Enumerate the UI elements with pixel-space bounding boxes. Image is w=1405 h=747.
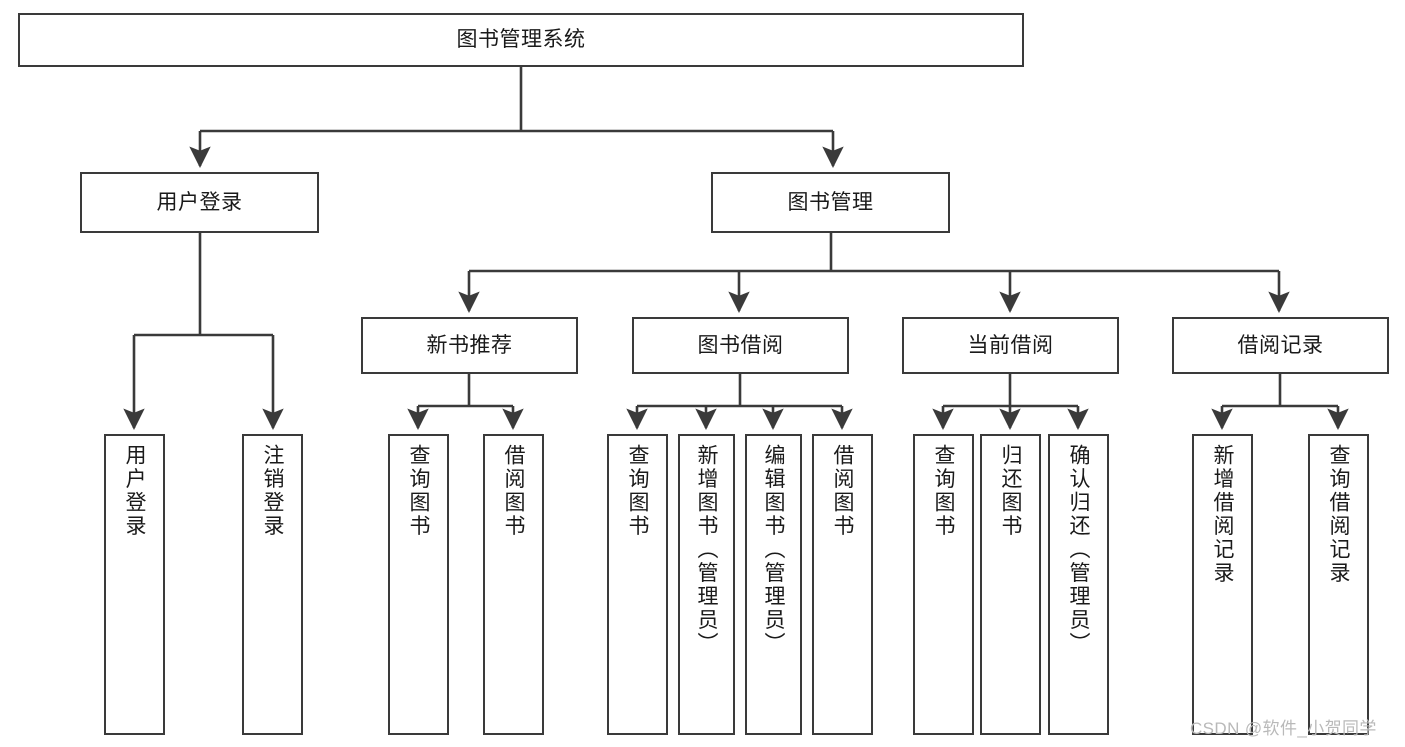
leaf-query-borrow-record-label: 查询借阅记录 <box>1327 444 1350 585</box>
node-user-login-label: 用户登录 <box>156 190 243 214</box>
leaf-borrow-book-label: 借阅图书 <box>831 444 854 538</box>
node-book-borrow-label: 图书借阅 <box>697 333 784 357</box>
leaf-query-book-recommend-label: 查询图书 <box>407 444 430 538</box>
leaf-user-logout[interactable]: 注销登录 <box>242 434 303 735</box>
node-user-login[interactable]: 用户登录 <box>80 172 319 233</box>
node-book-management-label: 图书管理 <box>787 190 874 214</box>
leaf-query-borrow-record[interactable]: 查询借阅记录 <box>1308 434 1369 735</box>
leaf-query-book-borrow[interactable]: 查询图书 <box>607 434 668 735</box>
node-new-book-recommend-label: 新书推荐 <box>426 333 513 357</box>
node-root-label: 图书管理系统 <box>456 28 586 52</box>
node-current-borrow[interactable]: 当前借阅 <box>902 317 1119 374</box>
node-book-borrow[interactable]: 图书借阅 <box>632 317 849 374</box>
node-borrow-record-label: 借阅记录 <box>1237 333 1324 357</box>
leaf-edit-book-admin-label: 编辑图书（管理员） <box>762 444 785 656</box>
leaf-user-logout-label: 注销登录 <box>261 444 284 538</box>
leaf-return-book-label: 归还图书 <box>999 444 1022 538</box>
leaf-query-book-current[interactable]: 查询图书 <box>913 434 974 735</box>
node-new-book-recommend[interactable]: 新书推荐 <box>361 317 578 374</box>
leaf-add-borrow-record-label: 新增借阅记录 <box>1211 444 1234 585</box>
node-book-management[interactable]: 图书管理 <box>711 172 950 233</box>
node-borrow-record[interactable]: 借阅记录 <box>1172 317 1389 374</box>
leaf-confirm-return-admin[interactable]: 确认归还（管理员） <box>1048 434 1109 735</box>
node-current-borrow-label: 当前借阅 <box>967 333 1054 357</box>
leaf-confirm-return-admin-label: 确认归还（管理员） <box>1067 444 1090 656</box>
leaf-user-login-label: 用户登录 <box>123 444 146 538</box>
leaf-add-book-admin[interactable]: 新增图书（管理员） <box>678 434 735 735</box>
node-root[interactable]: 图书管理系统 <box>18 13 1024 67</box>
leaf-user-login[interactable]: 用户登录 <box>104 434 165 735</box>
leaf-borrow-book[interactable]: 借阅图书 <box>812 434 873 735</box>
watermark-csdn: CSDN @软件_小贺同学 <box>1190 719 1377 738</box>
leaf-query-book-borrow-label: 查询图书 <box>626 444 649 538</box>
leaf-borrow-book-recommend-label: 借阅图书 <box>502 444 525 538</box>
leaf-return-book[interactable]: 归还图书 <box>980 434 1041 735</box>
leaf-add-book-admin-label: 新增图书（管理员） <box>695 444 718 656</box>
leaf-add-borrow-record[interactable]: 新增借阅记录 <box>1192 434 1253 735</box>
leaf-query-book-current-label: 查询图书 <box>932 444 955 538</box>
leaf-query-book-recommend[interactable]: 查询图书 <box>388 434 449 735</box>
leaf-borrow-book-recommend[interactable]: 借阅图书 <box>483 434 544 735</box>
leaf-edit-book-admin[interactable]: 编辑图书（管理员） <box>745 434 802 735</box>
